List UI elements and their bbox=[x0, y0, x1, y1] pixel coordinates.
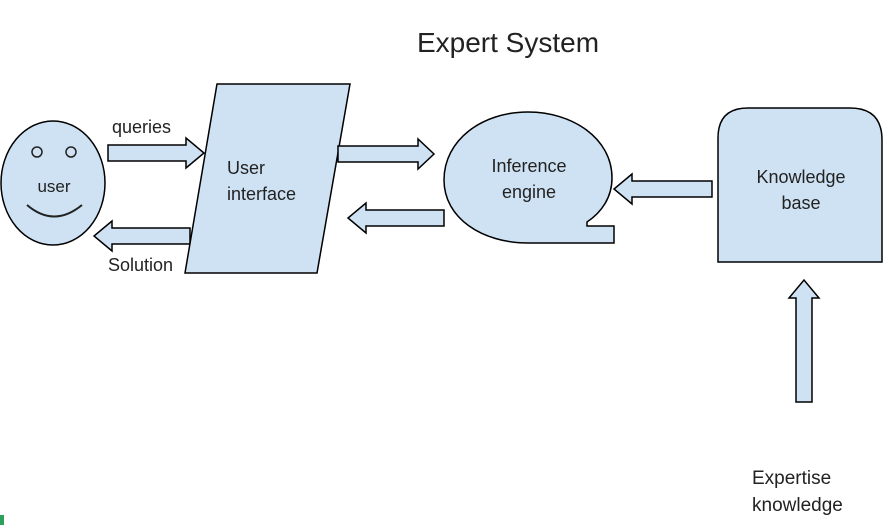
inference-engine-label-line2: engine bbox=[502, 182, 556, 202]
ui-to-inference-arrow bbox=[337, 137, 436, 171]
inference-engine-node: Inference engine bbox=[443, 111, 615, 244]
expertise-to-knowledge-arrow bbox=[787, 278, 821, 403]
solution-label: Solution bbox=[108, 255, 173, 275]
user-interface-label-line2: interface bbox=[227, 184, 296, 204]
inference-engine-shape bbox=[443, 111, 615, 244]
queries-label: queries bbox=[112, 117, 171, 137]
diagram-title: Expert System bbox=[417, 27, 599, 58]
corner-mark bbox=[0, 515, 4, 525]
queries-arrow bbox=[107, 136, 206, 170]
smile-mouth bbox=[26, 204, 83, 218]
expertise-knowledge-label-line2: knowledge bbox=[752, 495, 843, 516]
knowledge-base-node: Knowledge base bbox=[717, 107, 883, 263]
left-eye bbox=[31, 146, 43, 158]
user-circle bbox=[0, 120, 106, 246]
solution-arrow bbox=[92, 219, 191, 253]
knowledge-base-label-line1: Knowledge bbox=[756, 167, 845, 187]
inference-to-ui-arrow bbox=[346, 201, 445, 235]
knowledge-base-label-line2: base bbox=[781, 193, 820, 213]
knowledge-to-inference-arrow bbox=[612, 172, 713, 206]
user-node: user bbox=[0, 120, 106, 246]
inference-engine-label-line1: Inference bbox=[491, 156, 566, 176]
right-eye bbox=[65, 146, 77, 158]
user-interface-node: User interface bbox=[184, 83, 351, 274]
expertise-knowledge-label-line1: Expertise bbox=[752, 468, 831, 489]
knowledge-base-shape bbox=[717, 107, 883, 263]
smiley-face-icon bbox=[26, 146, 83, 218]
user-interface-shape bbox=[184, 83, 351, 274]
user-label: user bbox=[37, 177, 70, 196]
user-interface-label-line1: User bbox=[227, 158, 265, 178]
